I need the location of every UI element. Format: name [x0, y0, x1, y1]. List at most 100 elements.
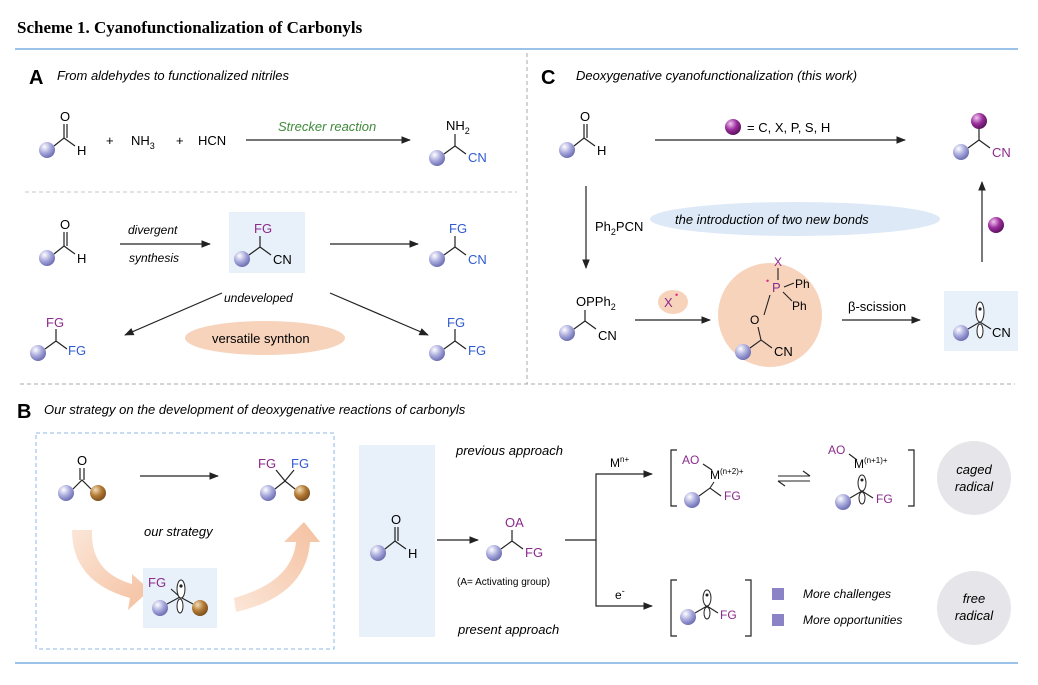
substituent-ball — [735, 344, 751, 360]
caged-label: caged — [956, 462, 992, 477]
op-bond — [763, 294, 771, 316]
nitrile-label: CN — [468, 150, 487, 165]
substituent-ball-brown — [192, 600, 208, 616]
hydrogen-label: H — [408, 546, 417, 561]
product-bonds — [44, 329, 68, 350]
x-radical-label: X — [664, 295, 673, 310]
phosphinite-intermediate: OPPh2 CN — [559, 294, 617, 343]
radical-x-oval — [658, 290, 688, 314]
bracket-left — [670, 579, 677, 637]
p-orbital-lobe-top — [702, 589, 712, 607]
substituent-ball — [39, 250, 55, 266]
electron-label: e- — [615, 586, 625, 602]
cn-label: CN — [598, 328, 617, 343]
versatile-synthon-label: versatile synthon — [212, 331, 310, 346]
panel-b: B Our strategy on the development of deo… — [17, 401, 1011, 650]
ao-label: AO — [682, 453, 699, 467]
fg-label-top: FG — [447, 315, 465, 330]
aldehyde-c: O H — [559, 109, 606, 158]
two-bonds-label: the introduction of two new bonds — [675, 212, 869, 227]
equilibrium-forward-head — [802, 470, 811, 477]
substituent-ball — [953, 325, 969, 341]
o-m-bond — [848, 453, 858, 461]
substituent-ball-brown — [90, 485, 106, 501]
substituent-ball — [559, 325, 575, 341]
p-orbital-lobe-bottom — [176, 598, 184, 614]
product-bonds — [443, 134, 467, 155]
substituent-ball — [429, 251, 445, 267]
purple-ball-icon — [725, 119, 741, 135]
hydrogen-label: H — [77, 251, 86, 266]
phosphoranyl-circle — [718, 263, 822, 367]
aldehyde-bonds — [384, 527, 407, 550]
two-bonds-oval — [650, 202, 940, 236]
product-bonds — [274, 469, 296, 490]
right-diagonal-arrow — [329, 292, 429, 336]
substituent-ball — [429, 345, 445, 361]
bracket-right — [908, 449, 915, 507]
panel-c-letter: C — [541, 67, 555, 89]
substituent-ball — [39, 142, 55, 158]
substituent-ball — [559, 142, 575, 158]
previous-approach-label: previous approach — [455, 443, 563, 458]
caged-radical-label: radical — [955, 479, 994, 494]
cn-label: CN — [992, 325, 1011, 340]
radical-bonds — [749, 326, 773, 349]
legend-square-challenges — [772, 588, 784, 600]
aldehyde-bonds — [573, 124, 596, 147]
radical-electron-dot — [978, 307, 982, 311]
purple-ball-icon — [971, 113, 987, 129]
fg-label: FG — [724, 489, 741, 503]
cn-label: CN — [468, 252, 487, 267]
substituent-ball — [429, 150, 445, 166]
purple-ball-icon — [988, 217, 1004, 233]
plus-sign: + — [106, 133, 114, 148]
radical-electron-dot — [705, 593, 709, 597]
fg-label: FG — [876, 492, 893, 506]
legend-opportunities-label: More opportunities — [803, 613, 902, 627]
radical-dot: • — [675, 290, 678, 300]
curved-arrow-left — [72, 530, 150, 610]
fg-label: FG — [148, 575, 166, 590]
cn-label: CN — [992, 145, 1011, 160]
undeveloped-label: undeveloped — [224, 291, 293, 305]
oxygen-label: O — [750, 313, 759, 327]
electron-branch-arrow — [595, 540, 653, 610]
equilibrium-back-head — [777, 480, 786, 487]
p-orbital-lobe-bottom — [858, 491, 866, 505]
free-radical-structure: FG — [680, 589, 737, 625]
hcn-label: HCN — [198, 133, 226, 148]
p-ph-bond — [783, 282, 795, 288]
free-radical-label: radical — [955, 608, 994, 623]
divergent-label: divergent — [128, 223, 178, 237]
oxygen-label: O — [60, 109, 70, 124]
panel-a-heading: From aldehydes to functionalized nitrile… — [57, 68, 289, 83]
panel-b-letter: B — [17, 401, 31, 423]
oxygen-label: O — [391, 512, 401, 527]
ao-label: AO — [828, 443, 845, 457]
substituent-ball — [152, 600, 168, 616]
radical-electron-dot — [860, 478, 864, 482]
versatile-synthon-oval — [185, 321, 345, 355]
amine-label: NH2 — [446, 118, 470, 136]
strecker-label: Strecker reaction — [278, 119, 376, 134]
metal-branch-arrow — [565, 470, 653, 541]
oppph2-label: OPPh2 — [576, 294, 616, 312]
p-orbital-lobe-bottom — [703, 606, 711, 620]
p-ph-bond — [782, 291, 793, 302]
panel-a-letter: A — [29, 67, 43, 89]
ketone-bonds — [72, 468, 92, 490]
strategy-box — [35, 432, 335, 650]
fg-label: FG — [720, 608, 737, 622]
ball-legend-label: = C, X, P, S, H — [747, 120, 830, 135]
fg-label-right: FG — [468, 343, 486, 358]
substituent-ball — [486, 545, 502, 561]
aldehyde-bonds — [53, 124, 76, 147]
synthon-bonds — [248, 236, 272, 256]
aldehyde-a1: O H — [39, 109, 86, 158]
alkyl-bonds — [698, 481, 722, 497]
activating-group-label: (A= Activating group) — [457, 577, 550, 588]
hydrogen-label: H — [77, 143, 86, 158]
